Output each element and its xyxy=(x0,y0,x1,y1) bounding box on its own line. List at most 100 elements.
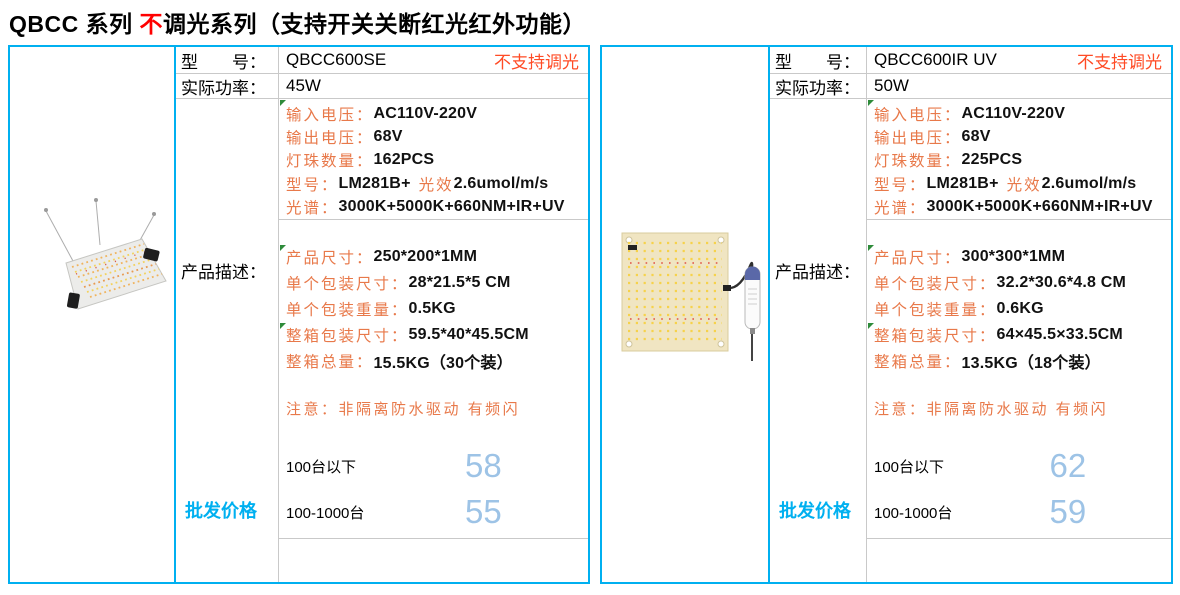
packaging-and-price-block: 产品尺寸：250*200*1MM 单个包装尺寸：28*21.5*5 CM 单个包… xyxy=(279,220,588,539)
model-label: 型 号： xyxy=(770,47,867,73)
packaging-and-price-block: 产品尺寸：300*300*1MM 单个包装尺寸：32.2*30.6*4.8 CM… xyxy=(867,220,1171,539)
model-value: QBCC600SE xyxy=(286,50,387,69)
cell-comment-marker xyxy=(868,323,874,329)
spec-sheet: 型 号： QBCC600SE 不支持调光 实际功率： 45W 产品描述： 批发价… xyxy=(176,47,588,582)
spec-label: 型号： xyxy=(874,176,927,194)
spec-value: 3000K+5000K+660NM+IR+UV xyxy=(338,198,565,216)
price-value: 59 xyxy=(1049,493,1087,530)
spec-line: 灯珠数量：225PCS xyxy=(874,149,1171,172)
packaging-line: 整箱包装尺寸：64×45.5×33.5CM xyxy=(874,322,1171,348)
spec-label: 灯珠数量： xyxy=(286,153,374,171)
spec-value: 225PCS xyxy=(961,151,1023,169)
packaging-value: 0.5KG xyxy=(408,300,456,317)
packaging-label: 产品尺寸： xyxy=(286,250,374,267)
electrical-specs-block: 输入电压：AC110V-220V 输出电压：68V 灯珠数量：225PCS 型号… xyxy=(867,99,1171,220)
electrical-specs-block: 输入电压：AC110V-220V 输出电压：68V 灯珠数量：162PCS 型号… xyxy=(279,99,588,220)
packaging-value: 250*200*1MM xyxy=(373,248,478,265)
spec-label: 光谱： xyxy=(874,200,927,218)
dimming-note: 不支持调光 xyxy=(494,52,579,72)
packaging-line: 整箱总量：15.5KG（30个装） xyxy=(286,348,588,374)
driver-label-lines xyxy=(748,288,757,305)
corner-holes xyxy=(625,236,725,348)
packaging-value: 32.2*30.6*4.8 CM xyxy=(996,274,1127,291)
packaging-label: 整箱包装尺寸： xyxy=(286,328,409,345)
packaging-line: 单个包装重量：0.6KG xyxy=(874,296,1171,322)
description-column: 输入电压：AC110V-220V 输出电压：68V 灯珠数量：162PCS 型号… xyxy=(279,99,588,582)
price-value: 55 xyxy=(465,493,502,530)
packaging-value: 59.5*40*45.5CM xyxy=(408,326,529,343)
model-label: 型 号： xyxy=(176,47,279,73)
spec-label: 输出电压： xyxy=(874,130,962,148)
spec-value: 162PCS xyxy=(373,151,435,169)
price-value: 58 xyxy=(465,447,502,484)
spec-line: 光谱：3000K+5000K+660NM+IR+UV xyxy=(286,196,588,219)
cell-comment-marker xyxy=(868,245,874,251)
price-tier: 100-1000台 xyxy=(874,504,953,522)
product-photo-hanging-board xyxy=(44,198,167,310)
spec-line: 输入电压：AC110V-220V xyxy=(286,102,588,125)
packaging-value: 28*21.5*5 CM xyxy=(408,274,511,291)
side-label-column: 产品描述： 批发价格 xyxy=(770,99,867,582)
product-image-cell xyxy=(602,47,770,582)
spec-label: 光效 xyxy=(418,176,454,194)
model-row: 型 号： QBCC600IR UV 不支持调光 xyxy=(770,47,1171,74)
driver-cap xyxy=(745,266,760,280)
packaging-line: 整箱包装尺寸：59.5*40*45.5CM xyxy=(286,322,588,348)
spec-value: 2.6umol/m/s xyxy=(1041,174,1137,192)
packaging-label: 整箱总量： xyxy=(286,354,374,371)
spec-value: LM281B+ xyxy=(926,174,999,192)
spec-sheet: 型 号： QBCC600IR UV 不支持调光 实际功率： 50W 产品描述： … xyxy=(770,47,1171,582)
packaging-line: 产品尺寸：300*300*1MM xyxy=(874,244,1171,270)
spec-line: 灯珠数量：162PCS xyxy=(286,149,588,172)
empty-cell xyxy=(867,539,1171,582)
product-table-qbcc600ir-uv: 型 号： QBCC600IR UV 不支持调光 实际功率： 50W 产品描述： … xyxy=(600,45,1173,584)
packaging-label: 单个包装尺寸： xyxy=(286,276,409,293)
power-value: 50W xyxy=(874,76,909,95)
packaging-value: 13.5KG（18个装） xyxy=(961,355,1101,372)
description-label: 产品描述： xyxy=(775,263,860,282)
cable-plug xyxy=(723,285,731,291)
price-row: 100-1000台 59 xyxy=(874,489,1171,535)
description-column: 输入电压：AC110V-220V 输出电压：68V 灯珠数量：225PCS 型号… xyxy=(867,99,1171,582)
driver-gland xyxy=(750,328,755,334)
price-tier: 100台以下 xyxy=(286,458,357,476)
side-label-column: 产品描述： 批发价格 xyxy=(176,99,279,582)
page-title: QBCC 系列 不调光系列（支持开关关断红光红外功能） xyxy=(9,5,586,39)
spec-label: 灯珠数量： xyxy=(874,153,962,171)
spec-value: LM281B+ xyxy=(338,174,411,192)
product-photo-flat-board-driver xyxy=(621,232,761,361)
spec-line: 输出电压：68V xyxy=(286,125,588,148)
led-dot-rows xyxy=(628,241,722,341)
price-value: 62 xyxy=(1049,447,1087,484)
title-part1: QBCC 系列 xyxy=(9,11,140,37)
board-connector xyxy=(628,245,637,250)
packaging-label: 整箱包装尺寸： xyxy=(874,328,997,345)
packaging-label: 整箱总量： xyxy=(874,354,962,371)
model-value: QBCC600IR UV xyxy=(874,50,997,69)
price-row: 100-1000台 55 xyxy=(286,489,588,535)
spec-label: 输出电压： xyxy=(286,130,374,148)
spec-value: 3000K+5000K+660NM+IR+UV xyxy=(926,198,1153,216)
driver-box xyxy=(143,247,160,262)
packaging-value: 15.5KG（30个装） xyxy=(373,355,513,372)
packaging-value: 64×45.5×33.5CM xyxy=(996,326,1123,343)
packaging-value: 300*300*1MM xyxy=(961,248,1066,265)
power-label: 实际功率： xyxy=(770,74,867,98)
warning-note: 注意：非隔离防水驱动 有频闪 xyxy=(286,401,521,418)
price-row: 100台以下 58 xyxy=(286,443,588,489)
spec-label: 光谱： xyxy=(286,200,339,218)
spec-line: 输出电压：68V xyxy=(874,125,1171,148)
cell-comment-marker xyxy=(280,245,286,251)
spec-label: 光效 xyxy=(1006,176,1042,194)
packaging-value: 0.6KG xyxy=(996,300,1044,317)
spec-value: 68V xyxy=(373,128,403,146)
cell-comment-marker xyxy=(868,100,874,106)
driver-box xyxy=(67,292,80,309)
spec-label: 输入电压： xyxy=(874,106,962,124)
cell-comment-marker xyxy=(280,323,286,329)
dimming-note: 不支持调光 xyxy=(1077,52,1162,72)
wholesale-price-label: 批发价格 xyxy=(779,501,851,521)
spec-line: 光谱：3000K+5000K+660NM+IR+UV xyxy=(874,196,1171,219)
